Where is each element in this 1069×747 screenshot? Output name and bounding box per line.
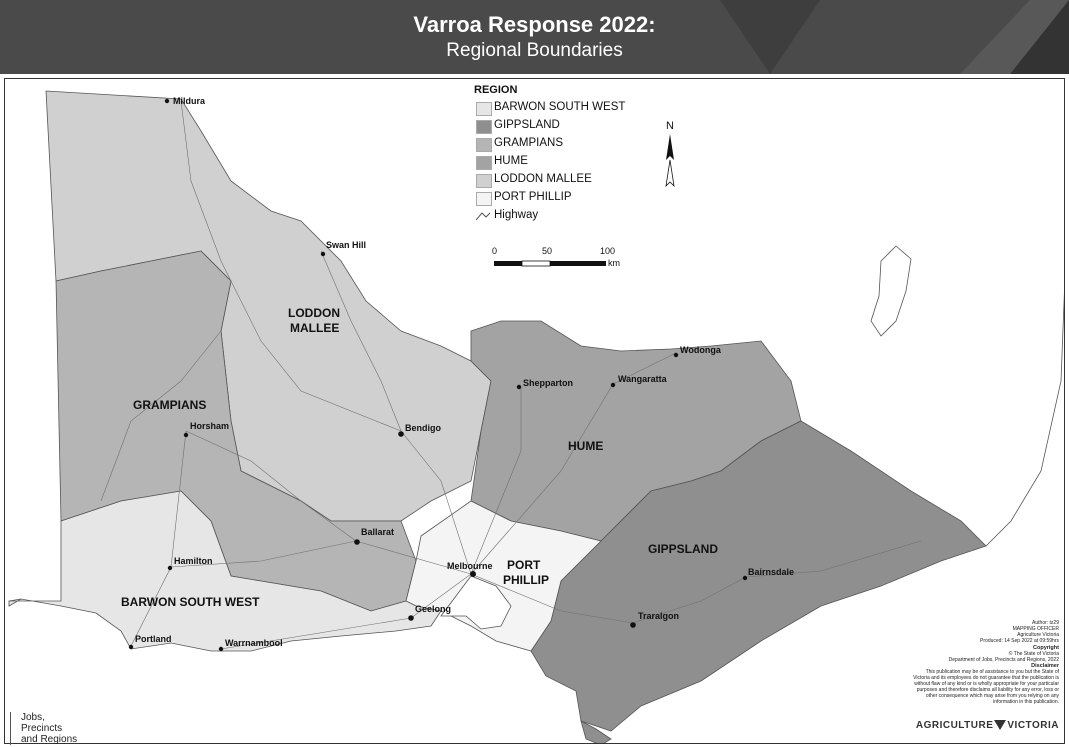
scale-tick-50: 50 <box>542 246 553 256</box>
town-label-ballarat: Ballarat <box>361 527 394 537</box>
region-label-mallee: MALLEE <box>290 321 339 335</box>
legend-swatch <box>476 102 492 116</box>
jpr-line: and Regions <box>21 734 78 745</box>
jpr-line: Jobs, <box>21 712 45 723</box>
legend-label: PORT PHILLIP <box>494 191 572 203</box>
town-label-geelong: Geelong <box>415 604 451 614</box>
disclaimer-text: This publication may be of assistance to… <box>913 669 1059 705</box>
banner-decoration <box>720 0 1069 74</box>
legend-item: GRAMPIANS <box>474 136 684 154</box>
town-label-shepparton: Shepparton <box>523 378 573 388</box>
author-line: Agriculture Victoria <box>1017 632 1059 638</box>
north-arrow: N <box>660 120 680 190</box>
brand-part2: VICTORIA <box>1007 720 1059 731</box>
highway-network <box>100 100 922 650</box>
author-line: Produced: 14 Sep 2022 at 09:59hrs <box>980 638 1059 644</box>
region-label-port: PORT <box>507 558 541 572</box>
wilsons-promontory <box>580 720 612 743</box>
copyright-heading: Copyright <box>1033 645 1059 651</box>
legend-swatch <box>476 138 492 152</box>
legend-item-highway: Highway <box>474 208 684 226</box>
legend-label: LODDON MALLEE <box>494 173 592 185</box>
region-label-phillip: PHILLIP <box>503 573 549 587</box>
map-title-banner: Varroa Response 2022: Regional Boundarie… <box>0 0 1069 74</box>
scale-tick-100: 100 <box>600 246 616 256</box>
jpr-line: Precincts <box>21 723 63 734</box>
coastline-nsw-outline <box>870 245 912 337</box>
town-label-swan-hill: Swan Hill <box>326 240 366 250</box>
town-label-wangaratta: Wangaratta <box>618 374 668 384</box>
scale-bar-graphic <box>494 260 606 267</box>
author-line: MAPPING OFFICER <box>1012 626 1059 632</box>
legend-item: HUME <box>474 154 684 172</box>
town-label-hamilton: Hamilton <box>174 556 213 566</box>
town-label-wodonga: Wodonga <box>680 345 722 355</box>
copyright-line: Department of Jobs, Precincts and Region… <box>948 657 1059 663</box>
port-phillip-bay <box>440 575 512 630</box>
legend-swatch <box>476 120 492 134</box>
map-frame: Mildura Swan Hill Wodonga Shepparton Wan… <box>4 78 1065 744</box>
legend-item: GIPPSLAND <box>474 118 684 136</box>
town-label-warrnambool: Warrnambool <box>225 638 283 648</box>
copyright-line: © The State of Victoria <box>1008 651 1059 657</box>
legend-label: HUME <box>494 155 528 167</box>
legend-swatch <box>476 174 492 188</box>
scale-tick-0: 0 <box>492 246 498 256</box>
agriculture-victoria-logo: AGRICULTURE VICTORIA <box>916 720 1059 731</box>
town-label-bairnsdale: Bairnsdale <box>748 567 794 577</box>
region-barwon-south-west[interactable] <box>8 490 442 652</box>
brand-part1: AGRICULTURE <box>915 720 994 731</box>
map-subtitle: Regional Boundaries <box>446 40 623 61</box>
author-block: Author: tz29 MAPPING OFFICER Agriculture… <box>909 620 1059 644</box>
legend-label: Highway <box>494 209 539 221</box>
legend-item: PORT PHILLIP <box>474 190 684 208</box>
town-label-bendigo: Bendigo <box>405 423 441 433</box>
legend-item: BARWON SOUTH WEST <box>474 100 684 118</box>
copyright-block: Copyright © The State of Victoria Depart… <box>909 645 1059 705</box>
town-label-traralgon: Traralgon <box>638 611 679 621</box>
legend-label: BARWON SOUTH WEST <box>494 101 626 113</box>
disclaimer-heading: Disclaimer <box>1031 663 1059 669</box>
legend-title: REGION <box>474 84 518 96</box>
author-line: Author: tz29 <box>1032 620 1059 626</box>
town-label-mildura: Mildura <box>173 96 206 106</box>
region-label-gippsland: GIPPSLAND <box>648 542 718 556</box>
scale-unit: km <box>608 258 620 268</box>
state-border-line <box>8 292 1064 602</box>
scale-bar: 0 50 100 km <box>492 246 632 276</box>
legend-item: LODDON MALLEE <box>474 172 684 190</box>
map-title: Varroa Response 2022: <box>413 12 656 37</box>
highway-line-icon <box>476 212 490 221</box>
victoria-map: Mildura Swan Hill Wodonga Shepparton Wan… <box>8 90 1064 743</box>
region-label-barwon: BARWON SOUTH WEST <box>121 595 260 609</box>
town-markers <box>128 98 748 652</box>
town-label-horsham: Horsham <box>190 421 229 431</box>
map-legend: REGION BARWON SOUTH WEST GIPPSLAND GRAMP… <box>474 84 684 226</box>
legend-swatch <box>476 192 492 206</box>
north-arrow-icon <box>665 134 675 188</box>
triangle-icon <box>994 720 1007 731</box>
town-label-portland: Portland <box>135 634 172 644</box>
north-label: N <box>666 120 674 132</box>
legend-swatch <box>476 156 492 170</box>
jpr-logo: Jobs, Precincts and Regions <box>10 712 77 745</box>
town-label-melbourne: Melbourne <box>447 561 493 571</box>
legend-label: GIPPSLAND <box>494 119 560 131</box>
region-label-loddon: LODDON <box>288 306 340 320</box>
legend-label: GRAMPIANS <box>494 137 564 149</box>
region-label-hume: HUME <box>568 439 603 453</box>
region-label-grampians: GRAMPIANS <box>133 398 206 412</box>
